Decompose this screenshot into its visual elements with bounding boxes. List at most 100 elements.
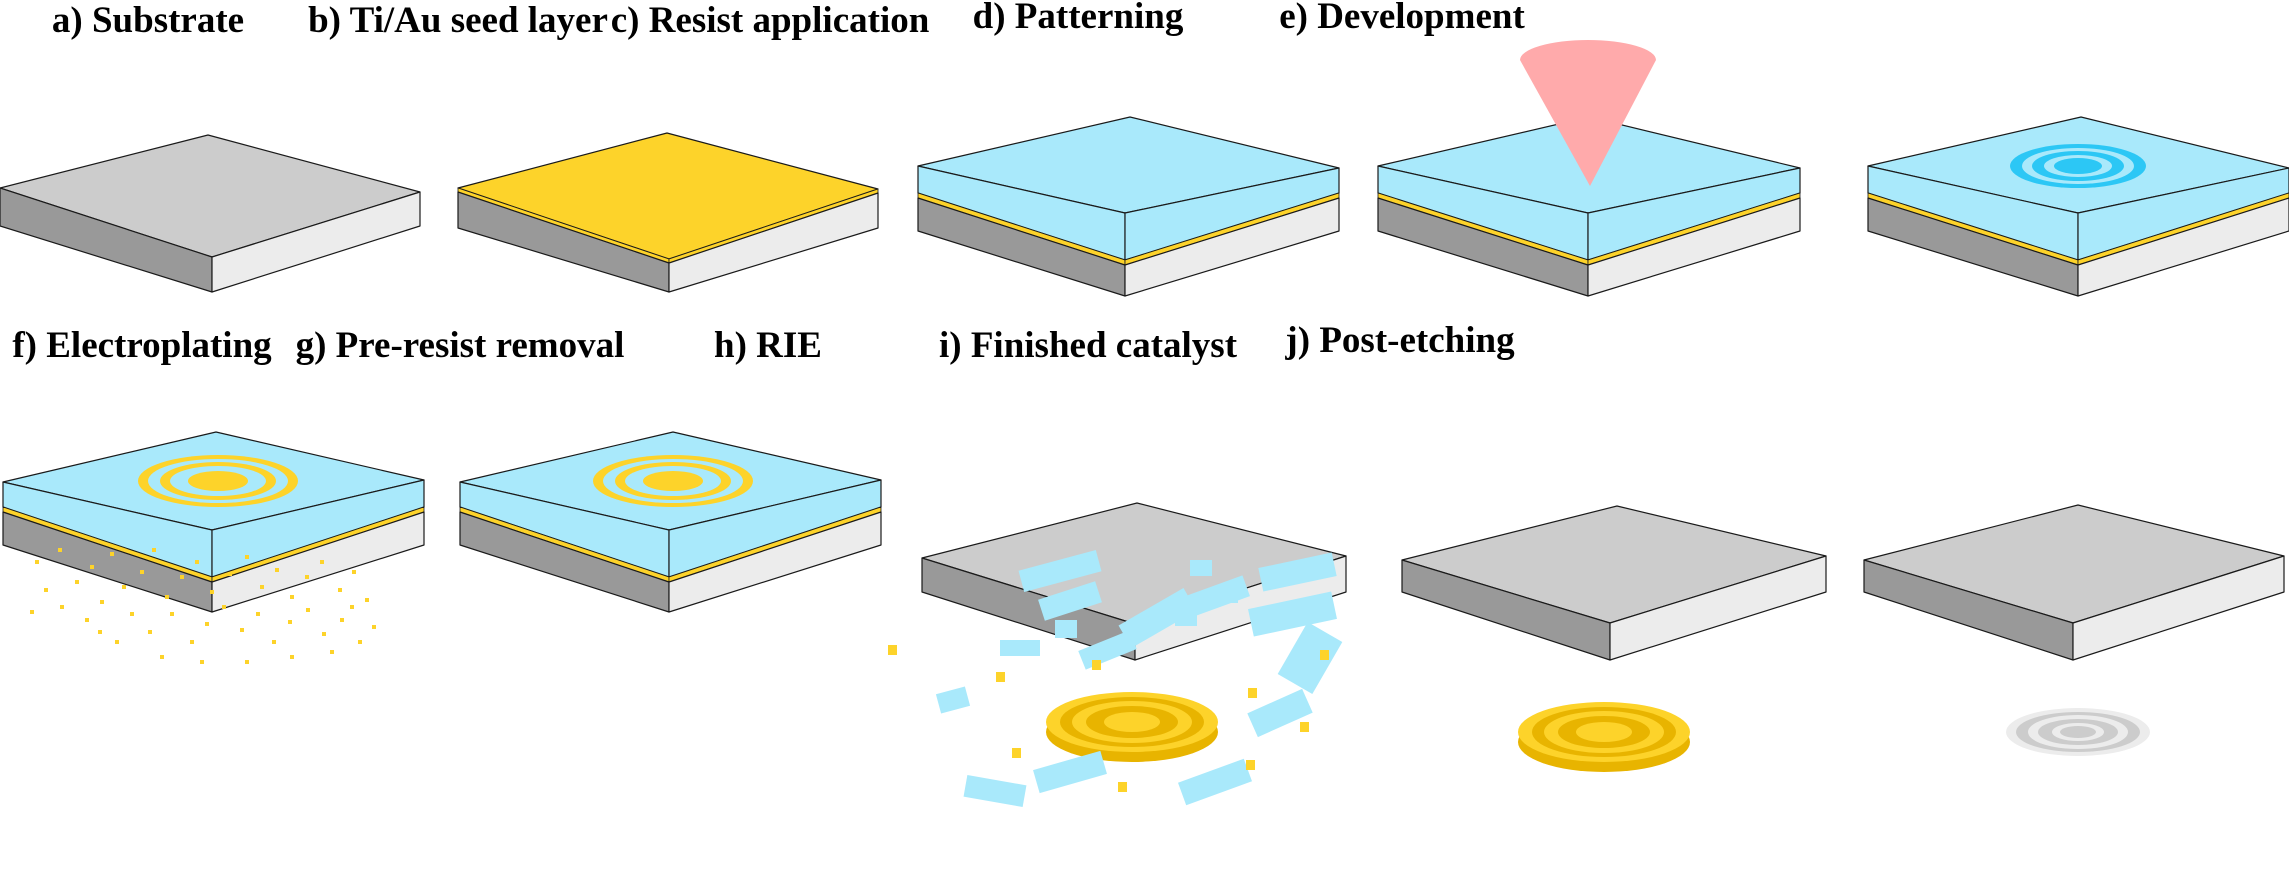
title-resist-application: c) Resist application (610, 0, 930, 41)
resist-debris (888, 550, 1343, 808)
title-seed-layer: b) Ti/Au seed layer (308, 0, 608, 41)
gold-particle (320, 560, 324, 564)
gold-particle (245, 660, 249, 664)
title-substrate: a) Substrate (51, 0, 245, 41)
gold-particle (305, 575, 309, 579)
resist-fragment (1055, 620, 1077, 638)
resist-fragment (1118, 587, 1197, 649)
gold-particle (75, 580, 79, 584)
gold-particle (152, 548, 156, 552)
substrate-right (1609, 555, 1827, 661)
substrate-right (668, 511, 882, 613)
title-finished-catalyst: i) Finished catalyst (938, 325, 1238, 366)
resist-fragment (1000, 640, 1040, 656)
resist-fragment (1078, 630, 1137, 670)
gold-speck (996, 672, 1005, 682)
resist-right (2077, 167, 2289, 261)
electrode-center (1104, 712, 1160, 732)
title-pre-resist-removal: g) Pre-resist removal (295, 325, 625, 366)
gold-particle (205, 622, 209, 626)
gold-particle (195, 560, 199, 564)
etched-gap (2060, 726, 2096, 738)
gold-particle (110, 552, 114, 556)
resist-fragment (1248, 591, 1337, 637)
gold-dot (188, 471, 248, 491)
resist-fragment (1247, 688, 1313, 738)
plated-gold-rings (138, 455, 298, 507)
resist-fragment (1033, 750, 1107, 794)
gold-particle (98, 630, 102, 634)
gold-particle (130, 612, 134, 616)
step-h-rie (888, 502, 1347, 808)
gold-particle (160, 655, 164, 659)
step-d-patterning (1377, 40, 1801, 297)
developed-ring-pattern (2010, 144, 2146, 188)
resist-fragment (1218, 585, 1238, 603)
gold-particle (290, 595, 294, 599)
substrate-right (1587, 197, 1801, 297)
gold-speck (1300, 722, 1309, 732)
pattern-ring (2054, 158, 2102, 174)
resist-fragment (1190, 560, 1212, 576)
gold-particle (180, 575, 184, 579)
gold-edge-right (2077, 192, 2289, 266)
substrate-right (211, 511, 425, 613)
gold-particle (322, 632, 326, 636)
gold-particle (30, 610, 34, 614)
raised-gold-electrode (1046, 692, 1218, 762)
gold-particle (240, 628, 244, 632)
electrode-center (1576, 722, 1632, 742)
resist-fragment (935, 686, 971, 714)
gold-particle (165, 595, 169, 599)
gold-particle (44, 588, 48, 592)
resist-fragment (963, 774, 1027, 808)
gold-particle (222, 605, 226, 609)
resist-fragment (1178, 758, 1252, 806)
step-a-substrate (0, 134, 421, 293)
gold-speck (1320, 650, 1329, 660)
substrate-right (2077, 197, 2289, 297)
gold-particle (340, 618, 344, 622)
gold-particle (60, 605, 64, 609)
step-g-pre-resist-removal (459, 431, 882, 613)
resist-fragment (1258, 552, 1337, 592)
step-b-seed-layer (457, 132, 879, 293)
gold-particle (365, 598, 369, 602)
step-j-post-etching (1863, 504, 2285, 756)
gold-particle (338, 588, 342, 592)
gold-speck (1246, 760, 1255, 770)
gold-particle (352, 570, 356, 574)
gold-particle (245, 555, 249, 559)
step-f-electroplating (2, 431, 425, 664)
gold-particle (256, 612, 260, 616)
step-c-resist (917, 116, 1340, 297)
title-patterning: d) Patterning (972, 0, 1184, 37)
title-development: e) Development (1279, 0, 1525, 37)
gold-speck (1012, 748, 1021, 758)
gold-particle (90, 565, 94, 569)
gold-particle (140, 570, 144, 574)
gold-particle (200, 660, 204, 664)
gold-particle-cloud (30, 548, 376, 664)
resist-fragment (1038, 581, 1102, 621)
gold-electrode (1518, 702, 1690, 772)
resist-fragment (1277, 622, 1343, 694)
substrate-right (211, 191, 421, 293)
gold-particle (306, 608, 310, 612)
substrate-right (1124, 197, 1340, 297)
gold-particle (290, 655, 294, 659)
gold-particle (58, 548, 62, 552)
gold-particle (260, 585, 264, 589)
gold-particle (85, 618, 89, 622)
gold-particle (350, 605, 354, 609)
gold-particle (358, 640, 362, 644)
gold-particle (272, 640, 276, 644)
gold-speck (1248, 688, 1257, 698)
title-rie: h) RIE (714, 325, 822, 366)
gold-speck (1092, 660, 1101, 670)
gold-particle (35, 560, 39, 564)
title-post-etching: j) Post-etching (1285, 320, 1515, 361)
title-electroplating: f) Electroplating (12, 325, 272, 366)
